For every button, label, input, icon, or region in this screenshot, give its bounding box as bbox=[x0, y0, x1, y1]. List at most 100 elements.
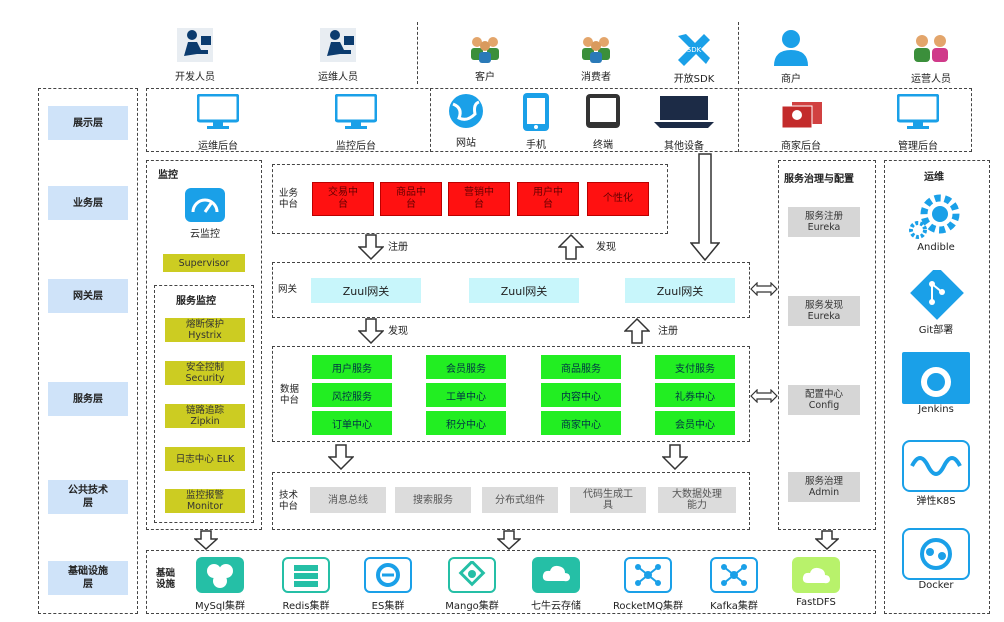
role-label: 运营人员 bbox=[911, 74, 951, 85]
layer-business: 业务层 bbox=[48, 186, 128, 220]
arrow-down-icon bbox=[358, 318, 384, 344]
business-personalization: 个性化 bbox=[587, 182, 649, 216]
monitor-elk: 日志中心 ELK bbox=[165, 447, 245, 471]
data-user-service: 用户服务 bbox=[312, 355, 392, 379]
qiniu-cloud-icon bbox=[532, 557, 580, 593]
data-order-center: 订单中心 bbox=[312, 411, 392, 435]
tablet-icon bbox=[586, 94, 620, 128]
layer-gateway: 网关层 bbox=[48, 279, 128, 313]
arrow-down-icon bbox=[662, 444, 688, 470]
layer-service: 服务层 bbox=[48, 382, 128, 416]
role-label: 运维人员 bbox=[318, 72, 358, 83]
business-user: 用户中台 bbox=[517, 182, 579, 216]
service-monitor-title: 服务监控 bbox=[176, 296, 216, 307]
arrow-label-register: 注册 bbox=[658, 326, 678, 337]
ops-label: Git部署 bbox=[918, 325, 954, 336]
arrow-down-icon bbox=[194, 530, 218, 550]
gateway-label: 网关 bbox=[278, 284, 298, 295]
display-row bbox=[146, 88, 972, 152]
ops-panel bbox=[884, 160, 990, 614]
customers-icon bbox=[471, 37, 499, 63]
tech-label: 技术中台 bbox=[279, 490, 299, 512]
monitor-security: 安全控制 Security bbox=[165, 361, 245, 385]
rocketmq-icon bbox=[624, 557, 672, 593]
layer-column bbox=[38, 88, 138, 614]
layer-common-tech: 公共技术层 bbox=[48, 480, 128, 514]
arrow-down-icon bbox=[497, 530, 521, 550]
data-center-row bbox=[272, 346, 750, 442]
infra-item-label: Redis集群 bbox=[282, 601, 330, 612]
mysql-icon bbox=[196, 557, 244, 593]
sdk-role: SDK 开放SDK bbox=[664, 30, 724, 85]
developer-role: 开发人员 bbox=[160, 26, 230, 83]
data-points-center: 积分中心 bbox=[426, 411, 506, 435]
arrow-down-long-icon bbox=[690, 153, 720, 261]
infra-item-label: 七牛云存储 bbox=[531, 601, 581, 612]
infra-row bbox=[146, 550, 876, 614]
infra-item-label: RocketMQ集群 bbox=[612, 601, 684, 612]
display-item-monitor-console: 监控后台 bbox=[316, 93, 396, 152]
cloud-monitor: 云监控 bbox=[176, 188, 234, 240]
monitor-zipkin: 链路追踪 Zipkin bbox=[165, 404, 245, 428]
display-label: 管理后台 bbox=[898, 141, 938, 152]
merchant-console-icon bbox=[781, 102, 822, 129]
ops-label: Andible bbox=[917, 242, 955, 253]
display-label: 终端 bbox=[593, 140, 613, 151]
display-label: 手机 bbox=[526, 140, 546, 151]
operations-staff-icon bbox=[914, 35, 948, 62]
tech-distributed-components: 分布式组件 bbox=[482, 487, 558, 513]
tech-search-service: 搜索服务 bbox=[395, 487, 471, 513]
ansible-gear-icon bbox=[902, 190, 970, 242]
consumers-icon bbox=[582, 37, 610, 63]
ops-label: 弹性K8S bbox=[916, 496, 956, 507]
arrow-label-discover: 发现 bbox=[596, 242, 616, 253]
data-payment-service: 支付服务 bbox=[655, 355, 735, 379]
display-item-ops-console: 运维后台 bbox=[178, 93, 258, 152]
infra-item-label: Mango集群 bbox=[445, 601, 499, 612]
jenkins-icon bbox=[902, 352, 970, 404]
monitor-hystrix: 熔断保护 Hystrix bbox=[165, 318, 245, 342]
laptop-icon bbox=[654, 96, 714, 128]
service-monitor-panel bbox=[154, 285, 254, 523]
data-risk-service: 风控服务 bbox=[312, 383, 392, 407]
cloud-monitor-icon bbox=[185, 188, 225, 222]
es-icon bbox=[364, 557, 412, 593]
data-ticket-center: 工单中心 bbox=[426, 383, 506, 407]
role-label: 开发人员 bbox=[175, 72, 215, 83]
ops-label: Jenkins bbox=[918, 404, 954, 415]
business-label: 业务中台 bbox=[279, 188, 299, 210]
governance-config-center: 配置中心 Config bbox=[788, 385, 860, 415]
business-marketing: 营销中台 bbox=[448, 182, 510, 216]
monitor-alarm: 监控报警 Monitor bbox=[165, 489, 245, 513]
mongo-icon bbox=[448, 557, 496, 593]
arrow-label-register: 注册 bbox=[388, 242, 408, 253]
double-arrow-icon bbox=[750, 389, 778, 403]
ops-title: 运维 bbox=[924, 172, 944, 183]
monitor-title: 监控 bbox=[158, 170, 178, 181]
governance-panel bbox=[778, 160, 876, 530]
operator-icon bbox=[320, 28, 356, 62]
operator-role: 运维人员 bbox=[303, 26, 373, 83]
data-center-label: 数据中台 bbox=[280, 384, 300, 406]
cloud-monitor-label: 云监控 bbox=[190, 229, 220, 240]
display-label: 其他设备 bbox=[664, 141, 704, 152]
operations-staff-role: 运营人员 bbox=[900, 32, 962, 85]
display-item-website: 网站 bbox=[438, 92, 494, 149]
data-member-center: 会员中心 bbox=[655, 411, 735, 435]
redis-icon bbox=[282, 557, 330, 593]
display-label: 监控后台 bbox=[336, 141, 376, 152]
fastdfs-icon bbox=[792, 557, 840, 593]
layer-infrastructure: 基础设施层 bbox=[48, 561, 128, 595]
customers-role: 客户 bbox=[455, 34, 515, 83]
arrow-down-icon bbox=[358, 234, 384, 260]
infra-label: 基础设施 bbox=[156, 568, 176, 590]
display-label: 运维后台 bbox=[198, 141, 238, 152]
kafka-icon bbox=[710, 557, 758, 593]
governance-eureka-discover: 服务发现 Eureka bbox=[788, 296, 860, 326]
business-product: 商品中台 bbox=[380, 182, 442, 216]
tech-row bbox=[272, 472, 750, 530]
developer-icon bbox=[177, 28, 213, 62]
data-product-service: 商品服务 bbox=[541, 355, 621, 379]
arrow-down-icon bbox=[815, 530, 839, 550]
consumers-role: 消费者 bbox=[566, 34, 626, 83]
